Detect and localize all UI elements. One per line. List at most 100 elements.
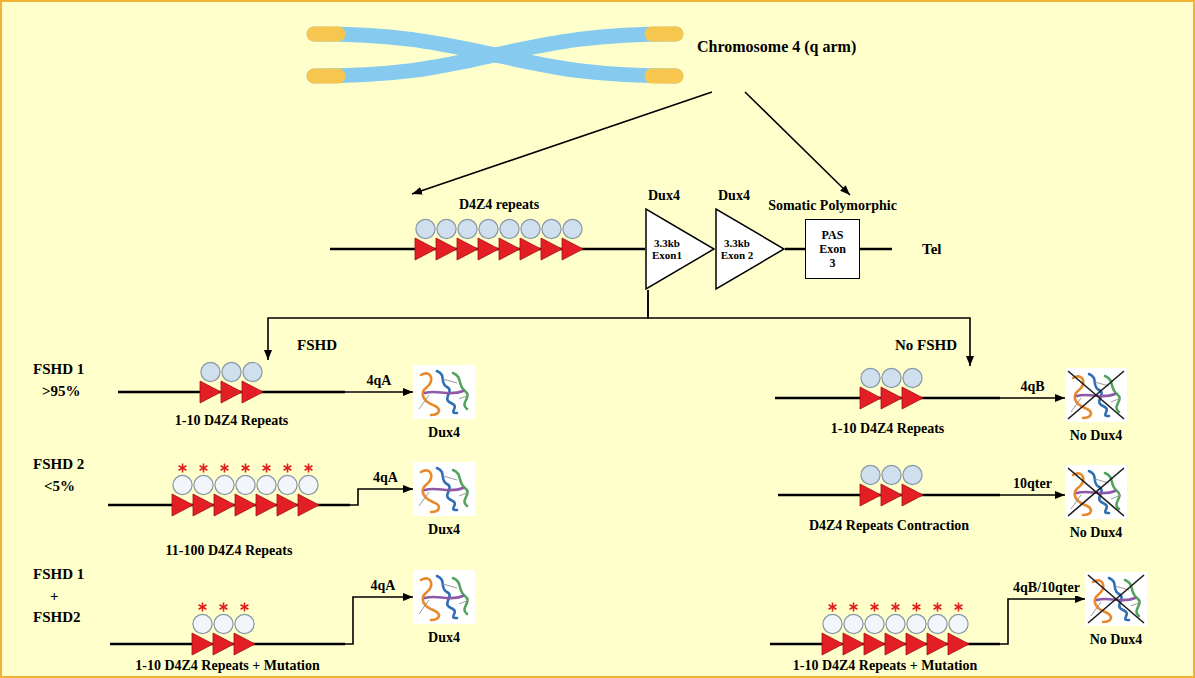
caption-wrap: No Dux4 [1065,524,1127,541]
mutation-mark [221,466,229,471]
repeat-triangle [927,633,948,655]
mutation-mark [305,466,313,471]
mutation-mark [179,466,187,471]
chromosome-label: Chromosome 4 (q arm) [697,37,856,56]
pas-box: PAS Exon 3 [805,219,860,279]
connector [412,92,712,194]
mutation-mark [955,605,963,610]
repeat-triangle [214,494,235,516]
mutation-mark [284,466,292,471]
caption-wrap: D4Z4 Repeats Contraction [778,517,1000,534]
caption-wrap: 11-100 D4Z4 Repeats [108,542,350,559]
connector [345,391,413,393]
repeat-circle [521,219,540,238]
repeat-triangle [864,633,885,655]
mutation-mark [934,605,942,610]
repeat-circle [882,368,901,387]
repeat-triangle [298,494,319,516]
caption-wrap: 1-10 D4Z4 Repeats + Mutation [110,657,345,674]
protein-ribbon [421,470,439,512]
repeat-circle [257,475,276,494]
repeat-triangle [256,494,277,516]
caption-wrap: 1-10 D4Z4 Repeats [775,420,1000,437]
repeat-circle [823,614,842,633]
exon-outline [716,209,784,289]
chromosome-drawing [300,10,690,92]
mutation-mark [220,605,228,610]
repeat-array-node: 11-100 D4Z4 Repeats [108,461,350,559]
mutation-mark [221,466,229,471]
protein-caption: Dux4 [428,629,460,646]
mutation-mark [892,605,900,610]
caption-wrap: Dux4 [413,424,475,441]
protein-image [1085,572,1147,626]
repeat-circle [194,475,213,494]
repeat-triangle [200,381,221,403]
connector [350,489,413,505]
exon-text: 3.3kb Exon 2 [719,237,755,261]
repeat-array [110,600,345,657]
mutation-mark [199,605,207,610]
protein-strand [1091,586,1141,616]
protein-caption: Dux4 [428,521,460,538]
repeat-circle [193,614,212,633]
repeat-array [775,366,1000,411]
repeat-triangle [192,633,213,655]
repeat-circle [861,368,880,387]
repeat-triangle [843,633,864,655]
repeat-circle [903,465,922,484]
repeat-array [330,217,585,262]
repeat-caption: 11-100 D4Z4 Repeats [166,542,293,559]
repeat-circle [278,475,297,494]
caption-wrap: 1-10 D4Z4 Repeats + Mutation [770,657,1000,674]
chromatid [314,34,676,76]
repeat-triangle [885,633,906,655]
protein-strand [419,476,469,506]
mutation-mark [829,605,837,610]
protein-strand [419,379,469,409]
repeat-circle [542,219,561,238]
protein-strand [1071,479,1121,509]
repeat-array-node: D4Z4 repeats [330,196,585,262]
mutation-mark [242,466,250,471]
cross-mark [1068,371,1124,419]
mutation-mark [829,605,837,610]
edge-label: 4qA [369,578,398,594]
protein-ribbon [425,488,463,490]
caption-wrap: No Dux4 [1085,631,1147,648]
repeat-caption: 1-10 D4Z4 Repeats + Mutation [135,657,320,674]
repeat-circle [214,614,233,633]
repeat-array-node: D4Z4 Repeats Contraction [778,463,1000,534]
caption-wrap: D4Z4 repeats [415,196,583,213]
protein-strand [1071,382,1121,412]
repeat-circle [236,475,255,494]
repeat-circle [173,475,192,494]
repeat-array [118,360,345,405]
repeat-triangle [457,238,478,260]
telomere-cap [652,27,676,42]
protein-caption: Dux4 [428,424,460,441]
telomere-cap [652,69,676,84]
side-label: FSHD 1 [33,360,84,378]
repeat-circle [479,219,498,238]
protein-node: Dux4 [413,365,475,441]
mutation-mark [263,466,271,471]
repeat-array-node: 1-10 D4Z4 Repeats + Mutation [110,600,345,674]
caption-wrap: Dux4 [413,521,475,538]
protein-ribbon [421,578,439,620]
repeat-triangle [234,633,255,655]
repeat-caption: 1-10 D4Z4 Repeats [175,412,289,429]
mutation-mark [179,466,187,471]
repeat-circle [299,475,318,494]
side-label: FSHD2 [33,608,81,626]
chromosome-node: Chromosome 4 (q arm) [300,10,890,92]
repeat-circle [201,362,220,381]
repeat-triangle [948,633,969,655]
mutation-mark [913,605,921,610]
side-label: FSHD 2 [33,455,84,473]
mutation-mark [955,605,963,610]
repeat-circle [500,219,519,238]
repeat-array [770,600,1000,657]
mutation-mark [284,466,292,471]
